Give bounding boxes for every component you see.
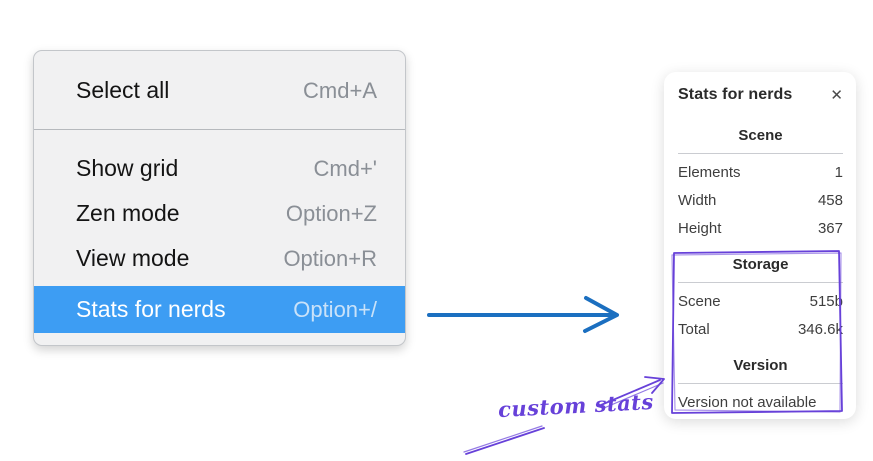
menu-item-shortcut: Option+R — [283, 245, 377, 271]
menu-item-label: Stats for nerds — [76, 296, 226, 322]
menu-item-label: Select all — [76, 77, 170, 103]
stats-section-version: Version Version not available — [678, 357, 843, 416]
stat-value: 1 — [834, 163, 843, 181]
section-divider — [678, 383, 843, 384]
menu-item-stats-for-nerds[interactable]: Stats for nerds Option+/ — [34, 286, 405, 333]
section-header: Scene — [738, 127, 783, 144]
section-divider — [678, 153, 843, 154]
menu-group-bottom: Show grid Cmd+' Zen mode Option+Z View m… — [34, 130, 405, 333]
stat-label: Total — [678, 320, 710, 338]
stat-row-total-storage: Total 346.6k — [678, 315, 843, 343]
stat-value: 515b — [809, 292, 843, 310]
stat-value: 346.6k — [797, 320, 843, 338]
menu-item-shortcut: Cmd+A — [303, 77, 377, 103]
stat-label: Elements — [678, 163, 741, 181]
menu-item-shortcut: Option+Z — [285, 200, 377, 226]
stat-value: 367 — [817, 219, 843, 237]
menu-item-label: Zen mode — [76, 200, 180, 226]
context-menu: Select all Cmd+A Show grid Cmd+' Zen mod… — [33, 50, 406, 346]
menu-group-top: Select all Cmd+A — [34, 51, 405, 129]
stat-value: 458 — [817, 191, 843, 209]
stat-row-width: Width 458 — [678, 186, 843, 214]
menu-item-shortcut: Cmd+' — [313, 155, 378, 181]
menu-item-select-all[interactable]: Select all Cmd+A — [34, 68, 405, 113]
custom-stats-annotation: custom stats — [497, 388, 655, 423]
stat-row-height: Height 367 — [678, 214, 843, 242]
stat-label: Height — [678, 219, 722, 237]
stats-panel-title: Stats for nerds — [678, 86, 793, 103]
stat-label: Width — [678, 191, 717, 209]
stats-panel: Stats for nerds ✕ Scene Elements 1 Width… — [664, 72, 856, 419]
close-icon[interactable]: ✕ — [830, 86, 843, 104]
version-note: Version not available — [678, 393, 817, 411]
menu-item-label: Show grid — [76, 155, 179, 181]
stat-label: Scene — [678, 292, 721, 310]
menu-item-show-grid[interactable]: Show grid Cmd+' — [34, 146, 405, 191]
menu-divider — [34, 129, 405, 130]
stat-row-scene-storage: Scene 515b — [678, 287, 843, 315]
section-header: Version — [733, 357, 788, 374]
menu-item-label: View mode — [76, 245, 190, 271]
annotation-underline — [463, 425, 545, 455]
stats-section-scene: Scene Elements 1 Width 458 Height 367 — [678, 127, 843, 242]
stat-row-elements: Elements 1 — [678, 158, 843, 186]
menu-item-view-mode[interactable]: View mode Option+R — [34, 236, 405, 281]
menu-item-shortcut: Option+/ — [293, 296, 377, 322]
stats-section-storage: Storage Scene 515b Total 346.6k — [678, 256, 843, 343]
section-header: Storage — [732, 256, 789, 273]
stats-panel-header: Stats for nerds ✕ — [678, 85, 843, 105]
blue-arrow — [427, 296, 619, 333]
menu-item-zen-mode[interactable]: Zen mode Option+Z — [34, 191, 405, 236]
section-divider — [678, 282, 843, 283]
